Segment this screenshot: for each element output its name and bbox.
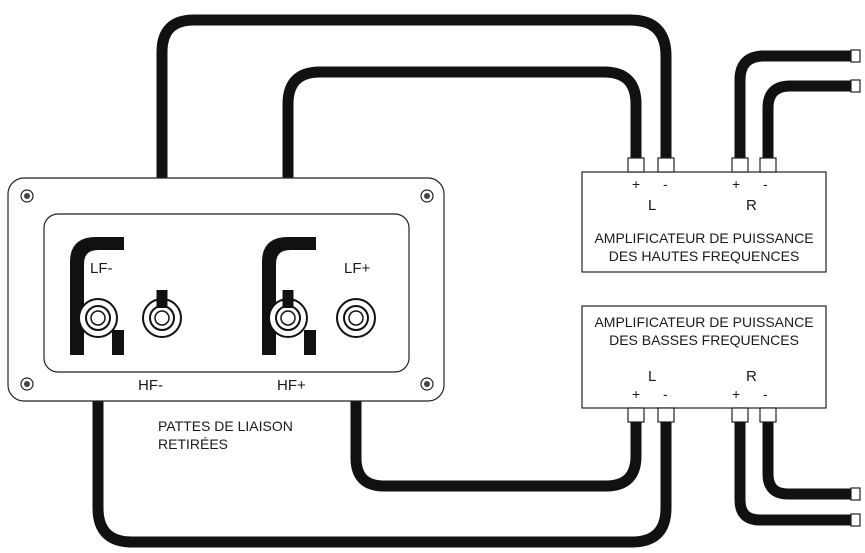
terminal-plate-inner bbox=[43, 213, 410, 373]
label-lf-plus: LF+ bbox=[344, 260, 371, 277]
high-frequency-amplifier: + - + - L R AMPLIFICATEUR DE PUISSANCE D… bbox=[581, 157, 827, 273]
note-straps-removed-line2: RETIRÉES bbox=[158, 436, 228, 452]
wire-end bbox=[850, 513, 861, 527]
label-hf-plus: HF+ bbox=[277, 377, 306, 394]
wire-hf-minus-to-high-amp-l-minus bbox=[156, 14, 672, 308]
connector bbox=[759, 157, 777, 173]
connector bbox=[759, 407, 777, 423]
low-frequency-amplifier: AMPLIFICATEUR DE PUISSANCE DES BASSES FR… bbox=[581, 305, 827, 423]
label-lf-minus: LF- bbox=[90, 260, 113, 277]
channel-l: L bbox=[648, 197, 656, 214]
amp-title-line1: AMPLIFICATEUR DE PUISSANCE bbox=[594, 314, 813, 330]
wire-high-amp-r-plus-out bbox=[734, 50, 852, 160]
wire-end bbox=[850, 49, 861, 63]
label-hf-minus: HF- bbox=[138, 377, 163, 394]
connector bbox=[627, 407, 645, 423]
channel-l: L bbox=[648, 368, 656, 385]
wire-end bbox=[850, 79, 861, 93]
amp-title-line2: DES BASSES FREQUENCES bbox=[609, 332, 799, 348]
wire-hf-plus-to-high-amp-l-plus bbox=[282, 66, 642, 308]
pol-minus: - bbox=[763, 176, 768, 192]
post-lf-plus bbox=[336, 298, 376, 338]
channel-r: R bbox=[746, 197, 757, 214]
wire-end bbox=[850, 487, 861, 501]
amp-box bbox=[581, 305, 827, 409]
connector bbox=[657, 157, 675, 173]
wire-low-amp-r-plus-out bbox=[734, 428, 852, 526]
amp-title-line1: AMPLIFICATEUR DE PUISSANCE bbox=[594, 230, 813, 246]
pol-plus: + bbox=[632, 176, 640, 192]
wire-lf-plus-to-low-amp-l-plus bbox=[350, 318, 642, 492]
post-hf-minus bbox=[142, 298, 182, 338]
wire-stubs bbox=[630, 422, 774, 430]
connector bbox=[731, 157, 749, 173]
plate-screws bbox=[20, 189, 434, 391]
wires bbox=[92, 14, 861, 548]
pol-minus: - bbox=[663, 386, 668, 402]
wire-low-amp-r-minus-out bbox=[762, 428, 852, 500]
pol-plus: + bbox=[732, 176, 740, 192]
note-straps-removed-line1: PATTES DE LIAISON bbox=[158, 418, 293, 434]
pol-plus: + bbox=[732, 386, 740, 402]
wire-lf-minus-to-low-amp-l-minus bbox=[92, 330, 672, 548]
channel-r: R bbox=[746, 368, 757, 385]
terminal-plate: LF- LF+ HF- HF+ bbox=[7, 177, 445, 402]
connector bbox=[657, 407, 675, 423]
amp-title-line2: DES HAUTES FREQUENCES bbox=[609, 248, 800, 264]
pol-minus: - bbox=[763, 386, 768, 402]
connector bbox=[627, 157, 645, 173]
post-lf-minus bbox=[78, 298, 118, 338]
wire-high-amp-r-minus-out bbox=[762, 80, 852, 160]
connector bbox=[731, 407, 749, 423]
pol-plus: + bbox=[632, 386, 640, 402]
amp-box bbox=[581, 171, 827, 273]
pol-minus: - bbox=[663, 176, 668, 192]
